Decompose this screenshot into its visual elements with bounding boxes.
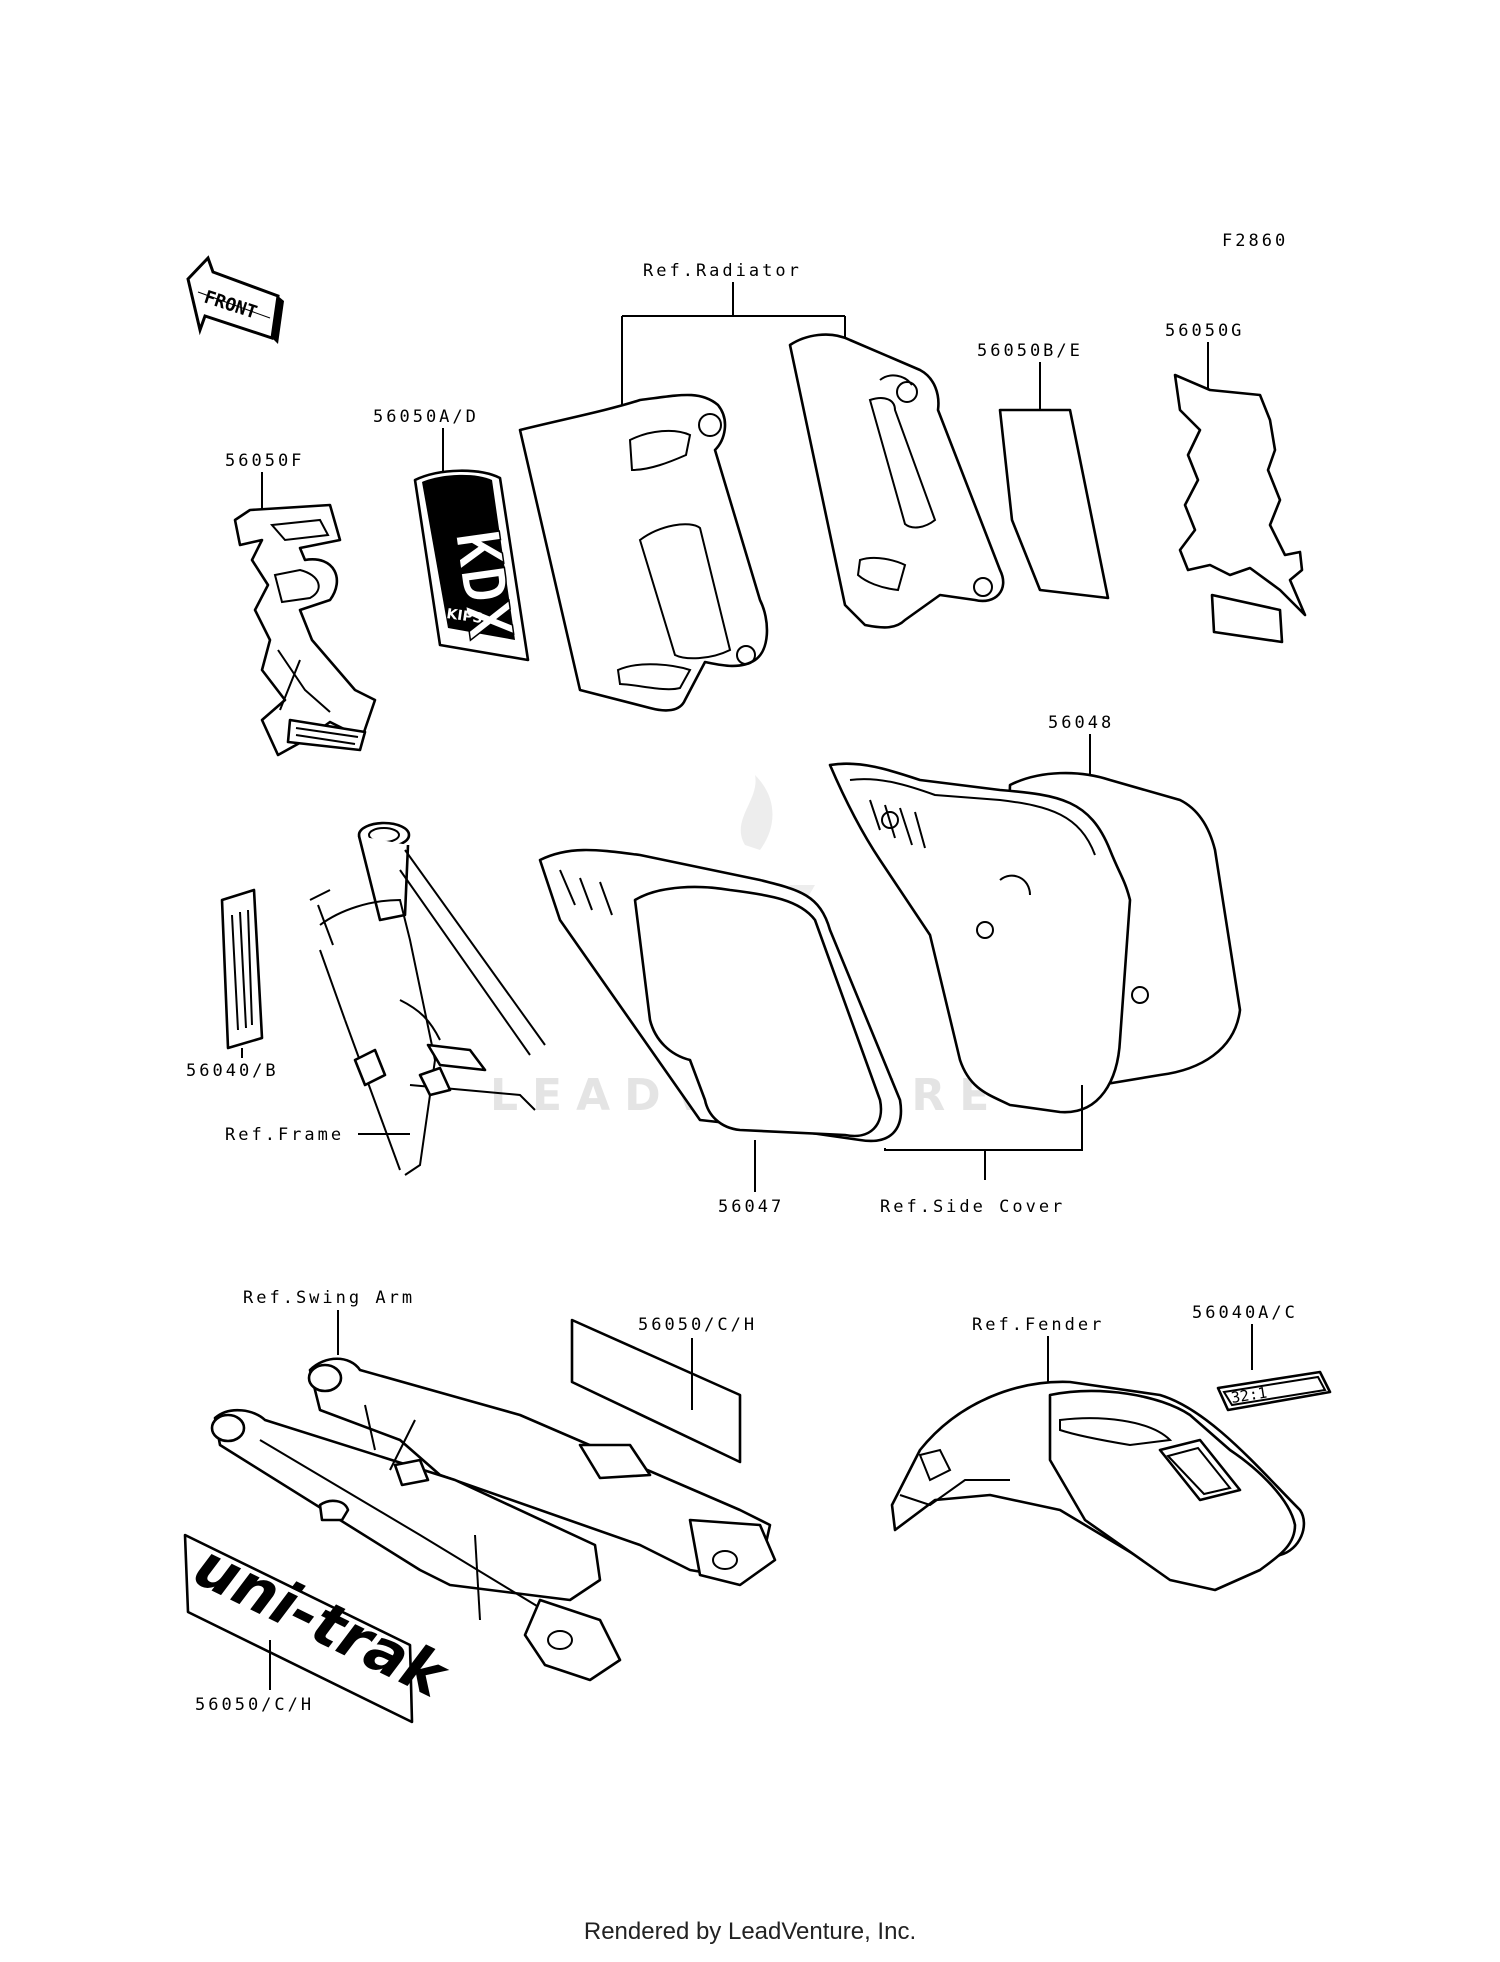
- label-ref-swing-arm: Ref.Swing Arm: [243, 1288, 415, 1308]
- label-56040b: 56040/B: [186, 1061, 279, 1081]
- footer-credit: Rendered by LeadVenture, Inc.: [583, 1918, 917, 1945]
- label-ref-side-cover: Ref.Side Cover: [880, 1197, 1065, 1217]
- decal-56050g-strip: [1210, 593, 1284, 644]
- decal-ratio-text: 32:1: [1230, 1384, 1268, 1407]
- front-arrow-icon: FRONT: [186, 255, 284, 344]
- leader-ref-radiator: [621, 282, 846, 405]
- label-56047: 56047: [718, 1197, 784, 1217]
- rear-fender: [890, 1380, 1306, 1592]
- label-ref-frame: Ref.Frame: [225, 1125, 344, 1145]
- swing-arm: [210, 1357, 777, 1682]
- label-ref-radiator: Ref.Radiator: [643, 261, 802, 281]
- decal-56050ad: KDX KIPS: [413, 469, 530, 662]
- label-56050be: 56050B/E: [977, 341, 1083, 361]
- label-56048: 56048: [1048, 713, 1114, 733]
- label-56050ch-bottom: 56050/C/H: [195, 1695, 314, 1715]
- decal-56040ac: 32:1: [1216, 1370, 1332, 1412]
- figure-code: F2860: [1222, 231, 1288, 251]
- decal-56050ch-strip: [570, 1318, 742, 1464]
- decal-56050f-kdx: [233, 503, 377, 757]
- label-56050g: 56050G: [1165, 321, 1244, 341]
- frame-section: [309, 821, 546, 1176]
- leader-ref-side-cover: [884, 1085, 1083, 1180]
- radiator-shroud-left: [518, 393, 769, 712]
- radiator-shroud-right: [788, 333, 1005, 629]
- decal-56050g: [1173, 373, 1307, 617]
- label-56050ad: 56050A/D: [373, 407, 479, 427]
- decal-56047: [633, 885, 883, 1138]
- label-ref-fender: Ref.Fender: [972, 1315, 1104, 1335]
- decal-56050be: [998, 408, 1110, 600]
- decal-kdx-text: KDX: [441, 526, 525, 643]
- side-cover-right: [828, 762, 1242, 1114]
- decal-56040b-lines: [231, 909, 253, 1031]
- label-56040ac: 56040A/C: [1192, 1303, 1298, 1323]
- side-cover-left: [538, 848, 903, 1143]
- decal-kips-text: KIPS: [445, 606, 483, 627]
- label-56050ch-top: 56050/C/H: [638, 1315, 757, 1335]
- label-56050f: 56050F: [225, 451, 304, 471]
